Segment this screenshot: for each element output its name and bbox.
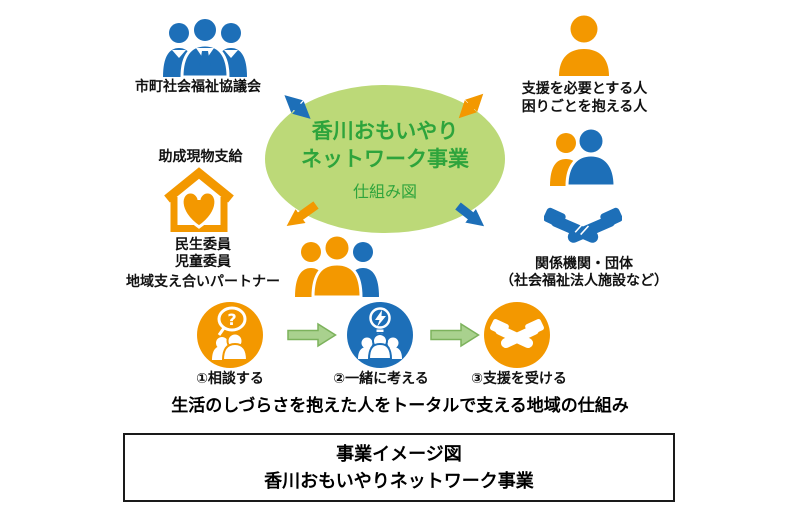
flow-arrow-1	[287, 322, 337, 348]
footer-line1: 事業イメージ図	[336, 443, 462, 465]
committee-labels: 民生委員 児童委員 地域支え合いパートナー	[103, 237, 303, 291]
center-title-line1: 香川おもいやり	[311, 118, 459, 143]
support-needed-label: 支援を必要とする人 困りごとを抱える人	[497, 80, 672, 116]
committee-label-1: 民生委員	[175, 237, 231, 253]
flow-arrow-2	[430, 322, 480, 348]
svg-text:?: ?	[227, 310, 236, 329]
support-needed-line2: 困りごとを抱える人	[521, 99, 648, 115]
council-label: 市町社会福祉協議会	[135, 79, 261, 95]
center-ellipse: 香川おもいやり ネットワーク事業 仕組み図	[265, 85, 505, 233]
summary-text: 生活のしづらさを抱えた人をトータルで支える地域の仕組み	[171, 396, 629, 416]
step1-label: ①相談する	[196, 371, 264, 387]
grant-label: 助成現物支給	[158, 149, 243, 165]
organizations-line2: （社会福祉法人施設など）	[500, 273, 668, 289]
support-step-icon	[484, 302, 550, 368]
center-subtitle: 仕組み図	[352, 181, 417, 201]
step3-label: ③支援を受ける	[471, 371, 567, 387]
handshake-icon	[544, 207, 622, 243]
think-step-icon	[347, 302, 413, 368]
center-title-line2: ネットワーク事業	[301, 146, 469, 171]
organizations-label: 関係機関・団体 （社会福祉法人施設など）	[484, 256, 684, 290]
committee-label-3: 地域支え合いパートナー	[126, 274, 280, 290]
council-people-icon	[163, 17, 247, 77]
consult-step-icon: ?	[197, 302, 263, 368]
organizations-line1: 関係機関・団体	[535, 256, 633, 272]
footer-title-box: 事業イメージ図 香川おもいやりネットワーク事業	[123, 433, 675, 502]
step2-label: ②一緒に考える	[333, 371, 429, 387]
support-needed-line1: 支援を必要とする人	[521, 81, 648, 97]
person-in-need-icon	[559, 15, 609, 76]
committee-label-2: 児童委員	[175, 254, 231, 270]
community-people-icon	[295, 233, 379, 297]
house-heart-icon	[164, 167, 234, 232]
partner-people-icon	[550, 128, 617, 186]
footer-line2: 香川おもいやりネットワーク事業	[264, 470, 534, 492]
